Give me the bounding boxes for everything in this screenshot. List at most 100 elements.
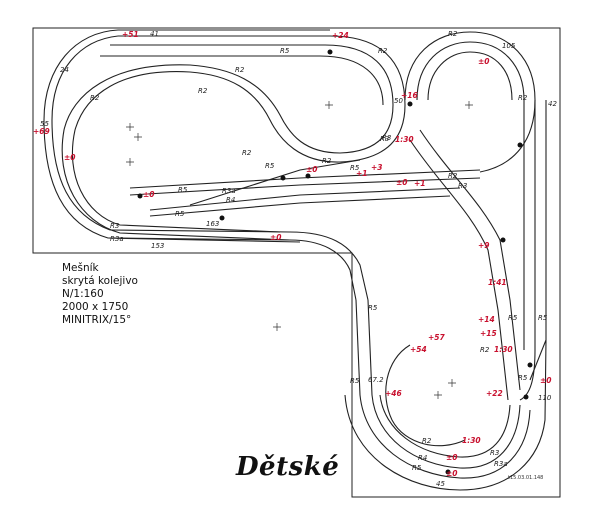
label-r3-right-side: R3 xyxy=(458,182,467,190)
turnout-marker-4 xyxy=(280,175,286,181)
label-r2-bottom: R2 xyxy=(422,437,432,445)
yard-track-1 xyxy=(129,169,481,189)
right-diagonal-2 xyxy=(409,139,509,401)
dim-110: 110 xyxy=(538,394,552,402)
elev-130-c: 1:30 xyxy=(462,436,481,445)
info-line-size: 2000 x 1750 xyxy=(62,301,129,313)
bottom-loop-inner xyxy=(379,394,511,458)
label-r5-center2: R5 xyxy=(178,186,188,194)
dim-105: 105 xyxy=(502,42,516,50)
yard-track-2 xyxy=(129,177,481,196)
elev-24: +24 xyxy=(332,31,349,40)
label-r5-bl2: R5 xyxy=(368,304,378,312)
elev-0-f: ±0 xyxy=(478,57,490,66)
right-vertical-3 xyxy=(529,100,547,381)
bottom-loop-outer xyxy=(355,299,531,479)
elev-15: +15 xyxy=(480,329,497,338)
layout-info: Mešník skrytá kolejivo N/1:160 2000 x 17… xyxy=(62,262,138,327)
elev-0-c: ±0 xyxy=(306,165,318,174)
elev-3: +3 xyxy=(371,163,383,172)
label-r4-bottom: R4 xyxy=(418,454,427,462)
dim-41: 41 xyxy=(150,30,159,38)
elev-130-a: 1:30 xyxy=(395,135,414,144)
yard-track-4 xyxy=(149,195,451,217)
turnout-marker-11 xyxy=(445,469,451,475)
yard-diagonal xyxy=(189,159,361,206)
dim-45: 45 xyxy=(436,480,445,488)
label-r2-lower: R2 xyxy=(242,149,252,157)
elev-51: +51 xyxy=(122,30,139,39)
label-r5-top: R5 xyxy=(280,47,290,55)
elev-0-b: ±0 xyxy=(143,190,155,199)
turnout-marker-3 xyxy=(305,173,311,179)
elev-130-b: 1:30 xyxy=(494,345,513,354)
info-line-scale: N/1:160 xyxy=(62,288,104,300)
label-r2-right-loop: R2 xyxy=(448,30,458,38)
elev-57: +57 xyxy=(428,333,446,342)
label-r2-mid: R2 xyxy=(198,87,208,95)
dim-50: 50 xyxy=(394,97,403,105)
elev-0-i: ±0 xyxy=(446,469,458,478)
label-r5-bottom-right: R5 xyxy=(518,374,528,382)
turnout-marker-9 xyxy=(527,362,533,368)
elev-1: +1 xyxy=(356,169,368,178)
elev-9: +9 xyxy=(478,241,490,250)
plan-title: Dětské xyxy=(236,452,340,482)
label-r5-center: R5 xyxy=(350,164,360,172)
dim-24: 24 xyxy=(60,66,69,74)
baseboard-outline xyxy=(32,27,561,498)
center-marks xyxy=(126,101,473,399)
elev-141: 1:41 xyxy=(488,278,507,287)
right-diagonal xyxy=(419,129,521,391)
label-r4-center: R4 xyxy=(226,196,235,204)
label-r5-center3: R5 xyxy=(175,210,185,218)
elev-46: +46 xyxy=(385,389,402,398)
label-r3a-bottom: R3a xyxy=(494,460,508,468)
bottom-outer-ring xyxy=(344,339,547,491)
label-r3-right-loop: R3 xyxy=(382,134,391,142)
turnout-marker-2 xyxy=(407,101,413,107)
label-r3-bottom: R3 xyxy=(490,449,499,457)
label-r3-left: R3 xyxy=(110,222,119,230)
turnout-marker-6 xyxy=(219,215,225,221)
left-loop-connector-2 xyxy=(43,29,330,121)
label-r2-right-loop2: R2 xyxy=(518,94,528,102)
label-r5-bl: R5 xyxy=(350,377,360,385)
signature: t15.03.01.148 xyxy=(508,475,544,481)
lower-connector-2 xyxy=(107,237,357,301)
right-vertical-1 xyxy=(519,100,536,401)
label-r2-top-left: R2 xyxy=(235,66,245,74)
info-line-system: MINITRIX/15° xyxy=(62,314,132,326)
label-r5-right2: R5 xyxy=(508,314,518,322)
elev-22: +22 xyxy=(486,389,503,398)
label-r3a-center: R3a xyxy=(222,187,236,195)
dim-153: 153 xyxy=(151,242,164,250)
dim-55: 55 xyxy=(40,120,49,128)
label-r2-bot2: R2 xyxy=(480,346,490,354)
info-line-author: Mešník xyxy=(62,262,99,274)
turnout-marker-7 xyxy=(517,142,523,148)
elev-16: +16 xyxy=(401,91,418,100)
dimension-labels: 41 50 42 153 163 110 67.2 24 55 105 45 xyxy=(40,30,557,488)
elev-0-h: ±0 xyxy=(446,453,458,462)
right-loop-inner-2 xyxy=(427,51,513,101)
elev-0-g: ±0 xyxy=(540,376,552,385)
label-r5-right-side: R5 xyxy=(538,314,548,322)
left-outer-loop xyxy=(71,35,406,233)
label-r2-right-side: R2 xyxy=(448,172,458,180)
turnout-marker-8 xyxy=(500,237,506,243)
dim-672: 67.2 xyxy=(368,376,384,384)
dim-42: 42 xyxy=(548,100,557,108)
elev-0-e: ±0 xyxy=(396,178,408,187)
label-r3-center: R3 xyxy=(380,135,389,143)
label-r2-mid2: R2 xyxy=(90,94,100,102)
elev-1b: +1 xyxy=(414,179,426,188)
left-mid-loop xyxy=(61,44,394,241)
turnout-marker-5 xyxy=(137,193,143,199)
label-r3a-left: R3a xyxy=(110,235,124,243)
turnout-marker-10 xyxy=(523,394,529,400)
left-loop-down xyxy=(51,119,111,231)
right-loop-inner xyxy=(416,41,525,101)
elev-0-d: ±0 xyxy=(270,233,282,242)
